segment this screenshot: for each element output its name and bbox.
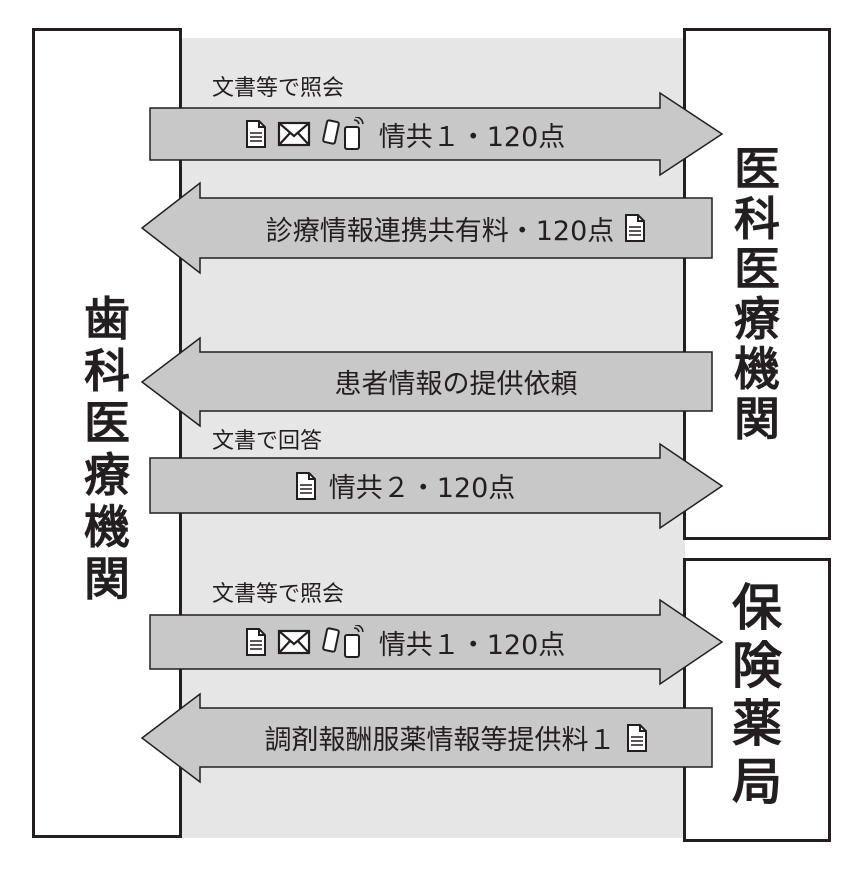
arrow-text-5: 情共１・120点	[378, 629, 566, 661]
pharmacy-box: 保険薬局	[683, 558, 831, 842]
document-icon	[625, 214, 646, 242]
vertical-char: 関	[734, 392, 780, 446]
vertical-char: 医	[84, 396, 130, 450]
dental-institution-label: 歯科医療機関	[35, 296, 179, 608]
arrow-label-6: 調剤報酬服薬情報等提供料１	[200, 708, 712, 767]
document-icon	[295, 471, 316, 500]
arrow-left-request	[140, 336, 713, 428]
phone-icon	[321, 625, 364, 658]
mail-icon	[277, 121, 310, 147]
arrow-label-1: 情共１・120点	[150, 108, 660, 160]
medical-institution-label: 医科医療機関	[686, 146, 828, 446]
arrow-left-pharmacy-fee	[140, 692, 713, 784]
vertical-char: 医	[734, 142, 780, 196]
arrow-label-2: 診療情報連携共有料・120点	[200, 198, 712, 258]
caption-inquiry-1: 文書等で照会	[212, 76, 345, 101]
medical-institution-box: 医科医療機関	[683, 28, 831, 540]
vertical-char: 療	[84, 448, 130, 502]
vertical-char: 関	[84, 552, 130, 606]
vertical-char: 局	[732, 753, 782, 811]
arrow-label-5: 情共１・120点	[150, 615, 660, 669]
arrow-text-4: 情共２・120点	[328, 473, 516, 504]
arrow-right-answer	[149, 442, 724, 530]
document-icon	[626, 723, 647, 752]
exchange-band	[180, 38, 685, 838]
arrow-text-2: 診療情報連携共有料・120点	[265, 215, 615, 247]
vertical-char: 機	[734, 342, 780, 396]
arrow-label-3: 患者情報の提供依頼	[200, 352, 712, 411]
caption-inquiry-2: 文書等で照会	[212, 582, 345, 607]
arrow-text-1: 情共１・120点	[378, 121, 566, 153]
arrow-text-3: 患者情報の提供依頼	[334, 369, 578, 400]
vertical-char: 療	[734, 292, 780, 346]
vertical-char: 薬	[732, 695, 782, 753]
vertical-char: 医	[734, 242, 780, 296]
dental-institution-box: 歯科医療機関	[32, 28, 182, 838]
document-icon	[245, 628, 266, 656]
vertical-char: 機	[84, 500, 130, 554]
arrow-right-inquiry-pharmacy	[149, 598, 724, 686]
document-icon	[245, 120, 266, 148]
vertical-char: 科	[734, 192, 780, 246]
arrow-left-fee-medical	[140, 181, 713, 275]
vertical-char: 科	[84, 344, 130, 398]
vertical-char: 保	[732, 579, 782, 637]
arrow-right-inquiry-medical	[149, 91, 724, 177]
pharmacy-label: 保険薬局	[686, 583, 828, 815]
caption-answer: 文書で回答	[212, 429, 323, 454]
phone-icon	[321, 117, 364, 150]
vertical-char: 険	[732, 637, 782, 695]
mail-icon	[277, 629, 310, 655]
arrow-text-6: 調剤報酬服薬情報等提供料１	[264, 725, 616, 756]
arrow-label-4: 情共２・120点	[150, 458, 660, 513]
vertical-char: 歯	[84, 292, 130, 346]
